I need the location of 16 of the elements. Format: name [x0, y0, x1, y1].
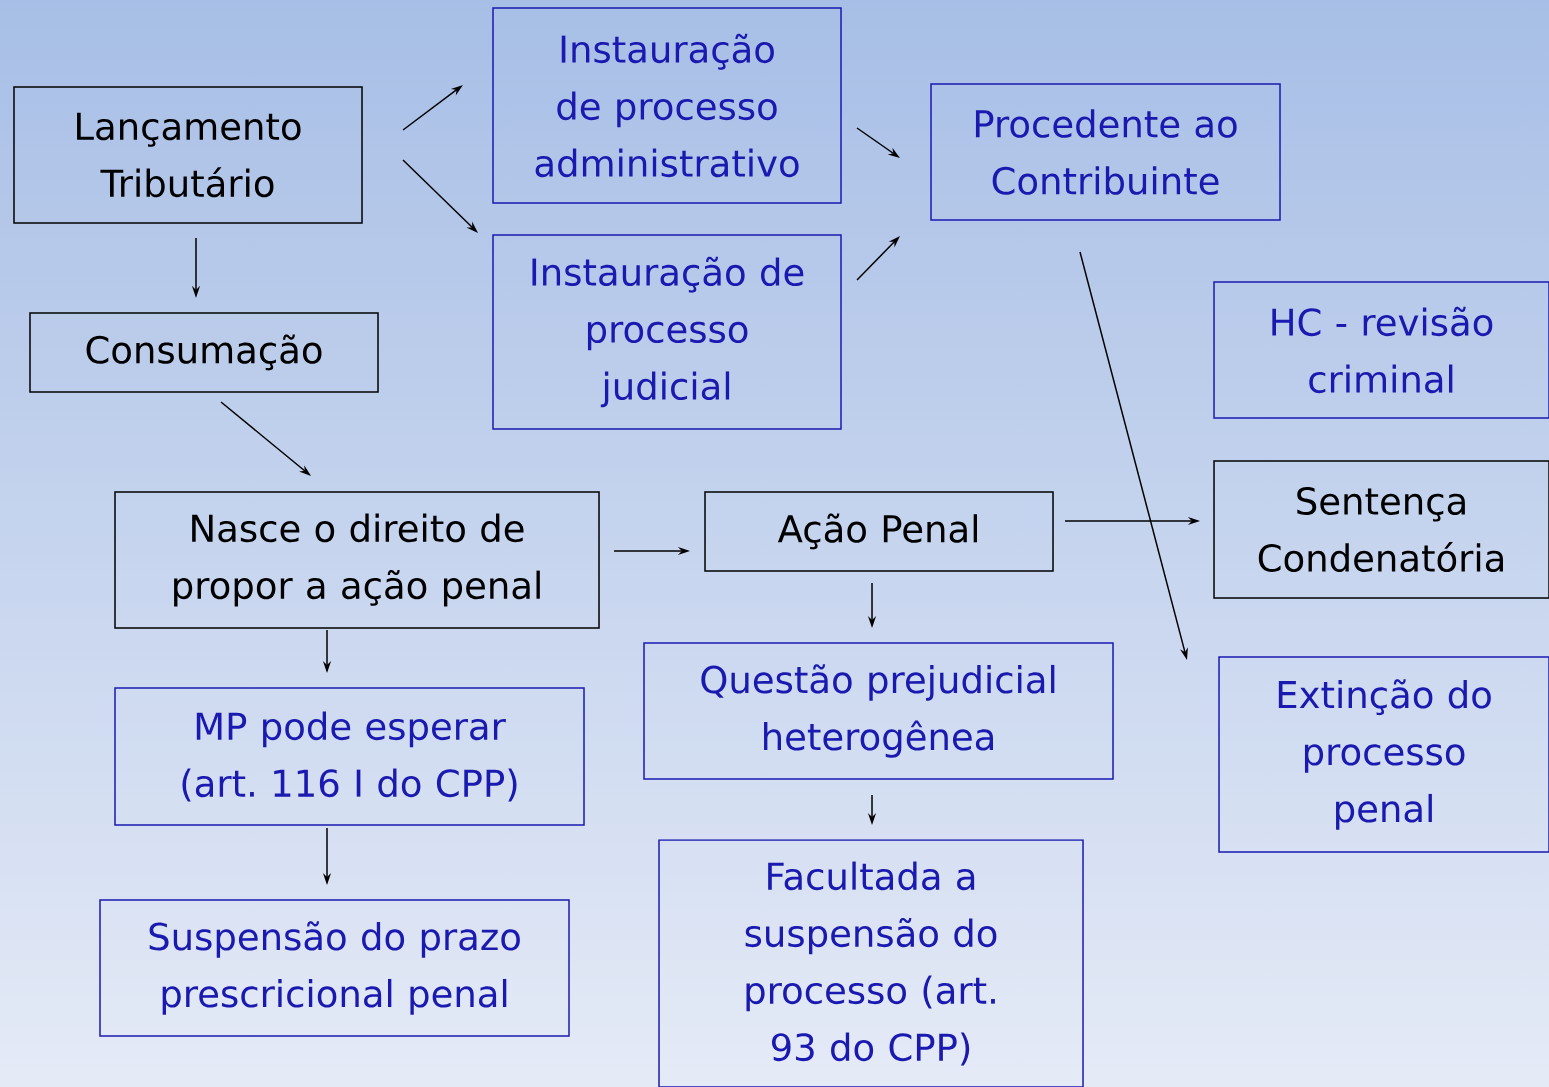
arrow: [856, 236, 900, 281]
text-box: MP pode esperar (art. 116 I do CPP): [114, 687, 585, 826]
text-box: Lançamento Tributário: [13, 86, 363, 224]
text-box: Instauração de processo administrativo: [492, 7, 842, 204]
text-box: Procedente ao Contribuinte: [930, 83, 1281, 221]
text-box: Instauração de processo judicial: [492, 234, 842, 430]
text-box: Extinção do processo penal: [1218, 656, 1549, 853]
text-box: Suspensão do prazo prescricional penal: [99, 899, 570, 1037]
text-box: Questão prejudicial heterogênea: [643, 642, 1114, 780]
text-box: Nasce o direito de propor a ação penal: [114, 491, 600, 629]
text-box: Facultada a suspensão do processo (art. 93 do CPP): [658, 839, 1084, 1087]
text-box: Sentença Condenatória: [1213, 460, 1549, 599]
text-box: Ação Penal: [704, 491, 1054, 572]
text-box: HC - revisão criminal: [1213, 281, 1549, 419]
text-box: Consumação: [29, 312, 379, 393]
arrow: [402, 159, 478, 233]
